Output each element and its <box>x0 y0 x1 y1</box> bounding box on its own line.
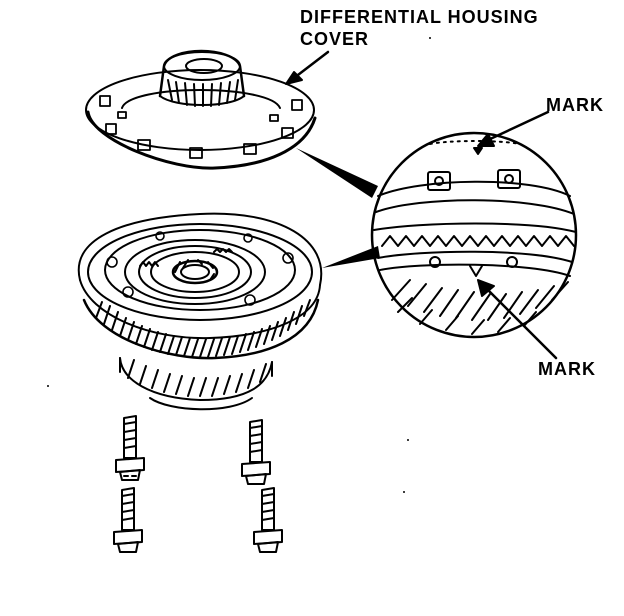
bolt-4 <box>253 487 283 553</box>
mark-bottom-label: MARK <box>538 359 596 379</box>
detail-magnifier <box>370 131 578 339</box>
scan-specks <box>47 37 431 493</box>
mark-top-arrow <box>477 110 550 147</box>
housing-cover-label-line1: DIFFERENTIAL HOUSING <box>300 7 539 27</box>
mark-top-label: MARK <box>546 95 604 115</box>
mark-bottom-arrow <box>477 279 558 360</box>
detail-leaders <box>296 148 380 268</box>
housing-cover <box>85 49 317 170</box>
differential-assembly <box>77 212 323 411</box>
bolt-1 <box>115 415 145 481</box>
bolt-3 <box>113 487 143 553</box>
housing-cover-arrow <box>285 50 330 85</box>
housing-cover-label-line2: COVER <box>300 29 370 49</box>
bolt-2 <box>241 419 271 485</box>
